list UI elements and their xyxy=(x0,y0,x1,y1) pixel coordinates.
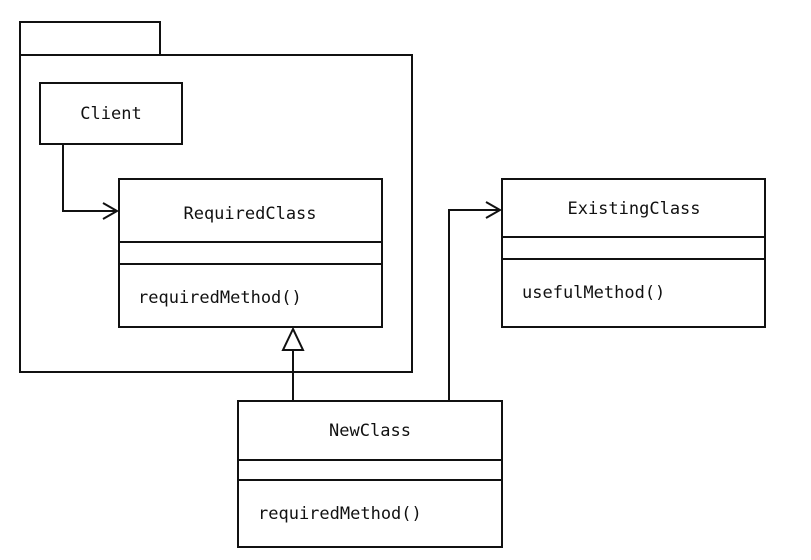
hollow-triangle-arrowhead-icon xyxy=(281,326,305,351)
new-to-existing-association xyxy=(448,201,503,401)
package-tab xyxy=(19,21,161,56)
new-class-method: requiredMethod() xyxy=(258,504,422,524)
association-line xyxy=(448,209,500,401)
new-class-name: NewClass xyxy=(329,421,411,441)
open-arrowhead-icon xyxy=(485,201,503,219)
existing-class-box xyxy=(501,178,766,328)
existing-class-method: usefulMethod() xyxy=(522,283,665,303)
required-class-name: RequiredClass xyxy=(183,204,316,224)
required-class-box xyxy=(118,178,383,328)
new-class-box xyxy=(237,400,503,548)
new-class[interactable]: NewClass requiredMethod() xyxy=(237,400,503,548)
client-class-box xyxy=(39,82,183,145)
association-line xyxy=(62,144,117,212)
client-to-required-association xyxy=(62,144,120,220)
open-arrowhead-icon xyxy=(102,202,120,220)
required-class[interactable]: RequiredClass requiredMethod() xyxy=(118,178,383,328)
existing-class-name: ExistingClass xyxy=(567,199,700,219)
client-class[interactable]: Client xyxy=(39,82,183,145)
new-to-required-generalization xyxy=(281,326,305,401)
client-class-name: Client xyxy=(80,104,141,124)
existing-class[interactable]: ExistingClass usefulMethod() xyxy=(501,178,766,328)
required-class-method: requiredMethod() xyxy=(138,288,302,308)
